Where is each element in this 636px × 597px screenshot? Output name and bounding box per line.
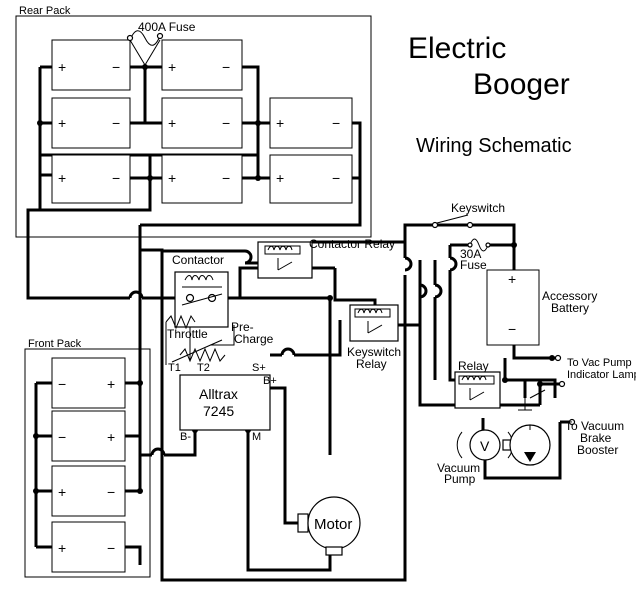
subtitle: Wiring Schematic (416, 135, 572, 157)
rear-pack-label: Rear Pack (19, 5, 71, 17)
battery-minus-sign: − (222, 115, 230, 131)
motor: Motor (297, 496, 361, 556)
contactor: Contactor (172, 253, 229, 328)
contactor-relay: Contactor Relay (257, 237, 395, 279)
battery-minus-sign: − (58, 376, 66, 392)
terminal-b-minus: B- (180, 431, 191, 443)
battery-plus-sign: + (107, 429, 115, 445)
terminal-s-plus: S+ (252, 362, 266, 374)
contactor-label: Contactor (172, 253, 224, 267)
battery-rear-4: + − (161, 97, 243, 149)
relay-label: Relay (458, 359, 489, 373)
controller-label-2: 7245 (203, 403, 234, 419)
vac-pump-indicator-label-2: Indicator Lamp (567, 369, 636, 381)
vacuum-pump-label-1: Vacuum (437, 461, 480, 475)
battery-rear-5: + − (269, 97, 353, 149)
battery-minus-sign: − (112, 170, 120, 186)
booster-label-1: To Vacuum (565, 419, 624, 433)
accessory-battery-minus: − (508, 321, 516, 337)
booster-label-2: Brake (580, 431, 612, 445)
fuse-30a-label-1: 30A (460, 247, 481, 261)
keyswitch: Keyswitch (431, 201, 505, 229)
controller-label-1: Alltrax (199, 386, 238, 402)
battery-minus-sign: − (112, 59, 120, 75)
battery-rear-1: + − (51, 39, 131, 91)
battery-rear-7: + − (161, 154, 243, 204)
terminal-m: M (252, 431, 261, 443)
keyswitch-label: Keyswitch (451, 201, 505, 215)
vac-pump-indicator-output: To Vac Pump Indicator Lamp (554, 354, 636, 388)
throttle-label: Throttle (167, 327, 208, 341)
front-pack-label: Front Pack (28, 338, 82, 350)
contactor-relay-label: Contactor Relay (309, 237, 395, 251)
battery-plus-sign: + (58, 484, 66, 500)
terminal-t1: T1 (168, 362, 181, 374)
accessory-battery-label-2: Battery (551, 301, 589, 315)
voltmeter-label: V (480, 438, 490, 454)
vac-pump-indicator-label-1: To Vac Pump (567, 357, 632, 369)
battery-rear-6: + − (51, 154, 131, 204)
battery-rear-2: + − (161, 39, 243, 91)
battery-plus-sign: + (58, 170, 66, 186)
keyswitch-relay-label-1: Keyswitch (347, 345, 401, 359)
terminal-b-plus: B+ (263, 375, 277, 387)
battery-plus-sign: + (168, 59, 176, 75)
keyswitch-relay-label-2: Relay (356, 357, 387, 371)
front-pack-frame (24, 348, 151, 578)
battery-front-2: − + (51, 410, 126, 462)
vacuum-pump: V Vacuum Pump (437, 424, 551, 486)
accessory-battery-plus: + (508, 271, 516, 287)
battery-minus-sign: − (222, 59, 230, 75)
terminal-t2: T2 (197, 362, 210, 374)
battery-plus-sign: + (276, 170, 284, 186)
battery-front-4: + − (51, 521, 126, 573)
battery-plus-sign: + (168, 170, 176, 186)
battery-minus-sign: − (222, 170, 230, 186)
title-line-1: Electric (408, 32, 506, 65)
fuse-400a-label: 400A Fuse (138, 20, 196, 34)
throttle-pot: Throttle Pre- Charge (165, 314, 274, 363)
alltrax-controller: Alltrax 7245 T1 T2 S+ B+ B- M (168, 362, 277, 443)
vacuum-switch (518, 389, 546, 411)
accessory-battery: + − Accessory Battery (486, 269, 597, 346)
battery-plus-sign: + (276, 115, 284, 131)
vacuum-pump-label-2: Pump (444, 472, 476, 486)
fuse-400a: 400A Fuse (126, 20, 196, 46)
keyswitch-relay: Keyswitch Relay (347, 304, 401, 371)
battery-minus-sign: − (107, 540, 115, 556)
battery-minus-sign: − (332, 115, 340, 131)
battery-minus-sign: − (107, 484, 115, 500)
battery-plus-sign: + (58, 59, 66, 75)
rear-pack-frame (15, 15, 372, 238)
fuse-30a: 30A Fuse (460, 238, 491, 272)
battery-rear-3: + − (51, 97, 131, 149)
battery-plus-sign: + (168, 115, 176, 131)
battery-minus-sign: − (58, 429, 66, 445)
battery-front-3: + − (51, 465, 126, 517)
vacuum-relay: Relay (454, 359, 501, 409)
title-line-2: Booger (473, 68, 570, 101)
battery-plus-sign: + (107, 376, 115, 392)
battery-minus-sign: − (112, 115, 120, 131)
brake-booster-output: To Vacuum Brake Booster (565, 418, 624, 457)
precharge-label-2: Charge (234, 332, 274, 346)
battery-minus-sign: − (332, 170, 340, 186)
fuse-30a-label-2: Fuse (460, 258, 487, 272)
precharge-label-1: Pre- (231, 320, 254, 334)
battery-plus-sign: + (58, 115, 66, 131)
battery-rear-8: + − (269, 154, 353, 204)
motor-label: Motor (314, 516, 352, 533)
battery-front-1: − + (51, 357, 126, 409)
booster-label-3: Booster (577, 443, 618, 457)
accessory-battery-label-1: Accessory (542, 289, 597, 303)
battery-plus-sign: + (58, 540, 66, 556)
